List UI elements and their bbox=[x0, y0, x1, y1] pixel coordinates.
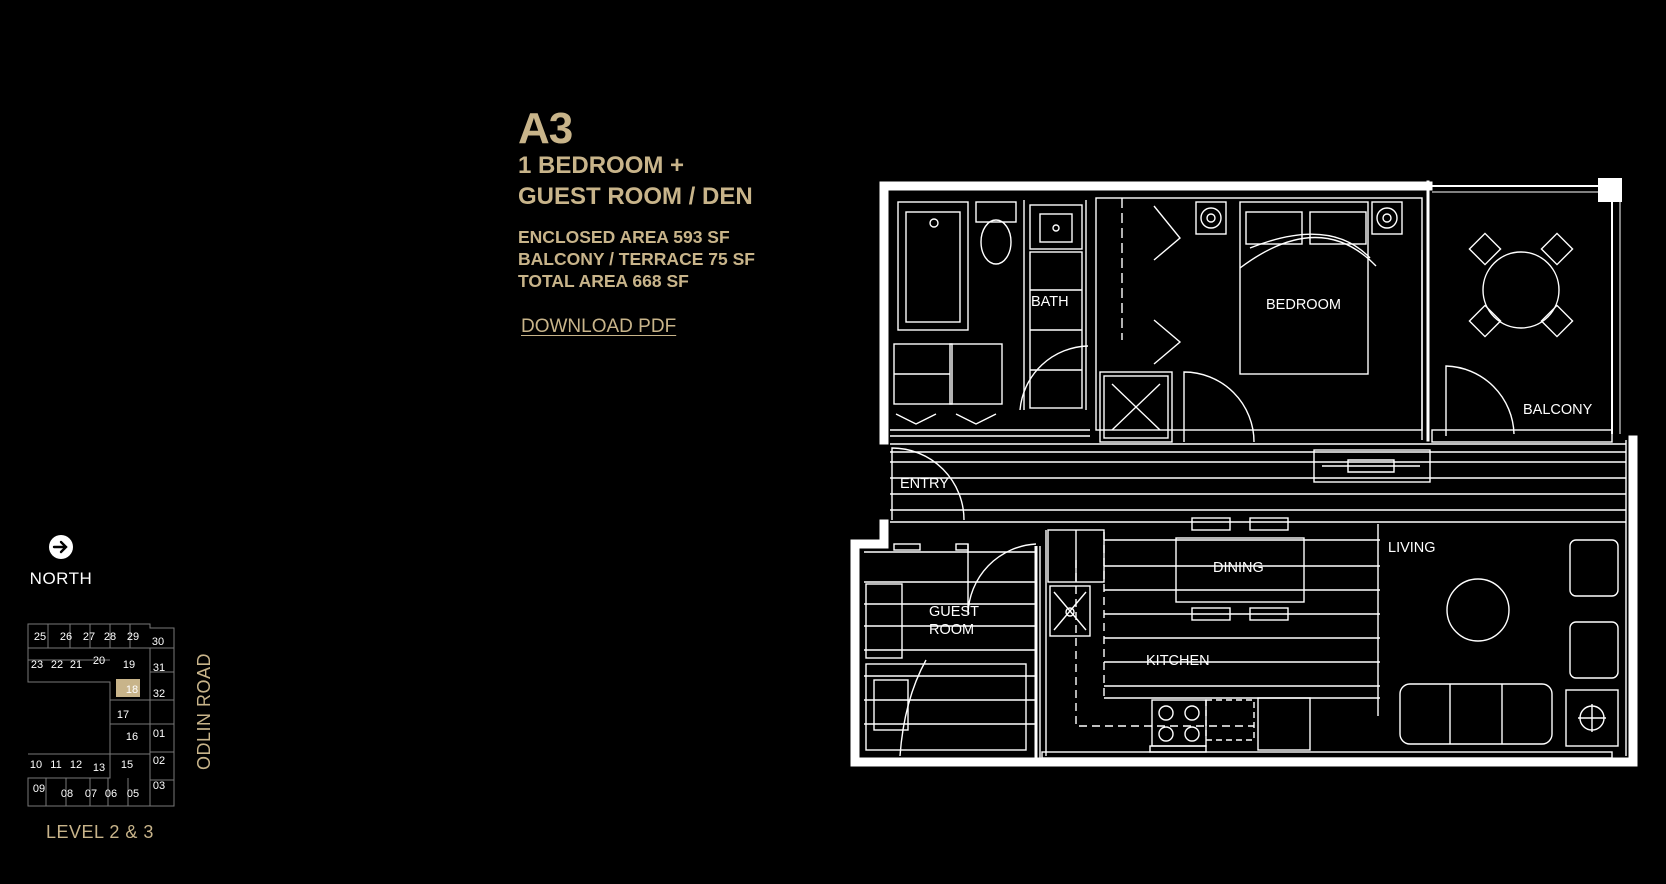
download-pdf-link[interactable]: DOWNLOAD PDF bbox=[521, 316, 677, 337]
unit-21[interactable]: 21 bbox=[70, 659, 82, 671]
room-label-living: LIVING bbox=[1388, 540, 1436, 556]
unit-25[interactable]: 25 bbox=[34, 631, 46, 643]
unit-23[interactable]: 23 bbox=[31, 659, 43, 671]
unit-01[interactable]: 01 bbox=[153, 728, 165, 740]
balcony-area: BALCONY / TERRACE 75 SF bbox=[518, 249, 755, 269]
north-label: NORTH bbox=[29, 569, 93, 588]
north-arrow-icon bbox=[49, 535, 73, 559]
highlighted-unit[interactable] bbox=[116, 679, 140, 697]
room-label-dining: DINING bbox=[1213, 560, 1264, 576]
room-label-balcony: BALCONY bbox=[1523, 402, 1593, 418]
unit-05[interactable]: 05 bbox=[127, 788, 139, 800]
unit-type-line-2: GUEST ROOM / DEN bbox=[518, 183, 753, 210]
unit-10[interactable]: 10 bbox=[30, 759, 42, 771]
unit-27[interactable]: 27 bbox=[83, 631, 95, 643]
unit-16[interactable]: 16 bbox=[126, 731, 138, 743]
room-label-guest-line-2: ROOM bbox=[929, 622, 974, 638]
unit-type-line-1: 1 BEDROOM + bbox=[518, 152, 685, 179]
unit-06[interactable]: 06 bbox=[105, 788, 117, 800]
enclosed-area: ENCLOSED AREA 593 SF bbox=[518, 227, 730, 247]
dining-area bbox=[1175, 517, 1305, 621]
unit-29[interactable]: 29 bbox=[127, 631, 139, 643]
unit-02[interactable]: 02 bbox=[153, 755, 165, 767]
living-area bbox=[1041, 524, 1619, 759]
unit-28[interactable]: 28 bbox=[104, 631, 116, 643]
unit-03[interactable]: 03 bbox=[153, 780, 165, 792]
unit-32[interactable]: 32 bbox=[153, 688, 165, 700]
unit-13[interactable]: 13 bbox=[93, 762, 105, 774]
unit-26[interactable]: 26 bbox=[60, 631, 72, 643]
room-label-guest-line-1: GUEST bbox=[929, 604, 979, 620]
guest-room-area bbox=[864, 543, 1041, 762]
unit-11[interactable]: 11 bbox=[50, 759, 61, 771]
room-label-bath: BATH bbox=[1031, 294, 1069, 310]
exterior-walls bbox=[850, 180, 1638, 767]
column bbox=[1598, 178, 1622, 202]
floor-plan: BATH BEDROOM BALCONY ENTRY DINING LIVING… bbox=[850, 178, 1638, 767]
unit-type: 1 BEDROOM + GUEST ROOM / DEN bbox=[518, 150, 753, 212]
room-label-kitchen: KITCHEN bbox=[1146, 653, 1210, 669]
unit-20[interactable]: 20 bbox=[93, 655, 105, 667]
room-label-bedroom: BEDROOM bbox=[1266, 297, 1341, 313]
level-label: LEVEL 2 & 3 bbox=[46, 822, 154, 842]
unit-09[interactable]: 09 bbox=[33, 783, 45, 795]
total-area: TOTAL AREA 668 SF bbox=[518, 271, 689, 291]
balcony-area bbox=[1431, 232, 1613, 443]
unit-22[interactable]: 22 bbox=[51, 659, 63, 671]
road-label: ODLIN ROAD bbox=[194, 652, 214, 770]
unit-18[interactable]: 18 bbox=[126, 684, 138, 696]
unit-08[interactable]: 08 bbox=[61, 788, 73, 800]
room-label-entry: ENTRY bbox=[900, 476, 949, 492]
area-summary: ENCLOSED AREA 593 SF BALCONY / TERRACE 7… bbox=[518, 226, 755, 292]
unit-12[interactable]: 12 bbox=[70, 759, 82, 771]
unit-15[interactable]: 15 bbox=[121, 759, 133, 771]
unit-07[interactable]: 07 bbox=[85, 788, 97, 800]
north-indicator: NORTH bbox=[26, 534, 96, 589]
unit-31[interactable]: 31 bbox=[153, 662, 165, 674]
unit-30[interactable]: 30 bbox=[152, 636, 164, 648]
key-plan: 25 26 27 28 29 30 23 22 21 20 19 31 18 3… bbox=[27, 623, 175, 807]
bedroom-area bbox=[1095, 197, 1423, 443]
unit-19[interactable]: 19 bbox=[123, 659, 135, 671]
kitchen-area bbox=[1045, 529, 1380, 756]
unit-17[interactable]: 17 bbox=[117, 709, 129, 721]
bath-area bbox=[890, 200, 1090, 437]
unit-code: A3 bbox=[518, 104, 573, 153]
corridor-lines bbox=[890, 440, 1627, 756]
